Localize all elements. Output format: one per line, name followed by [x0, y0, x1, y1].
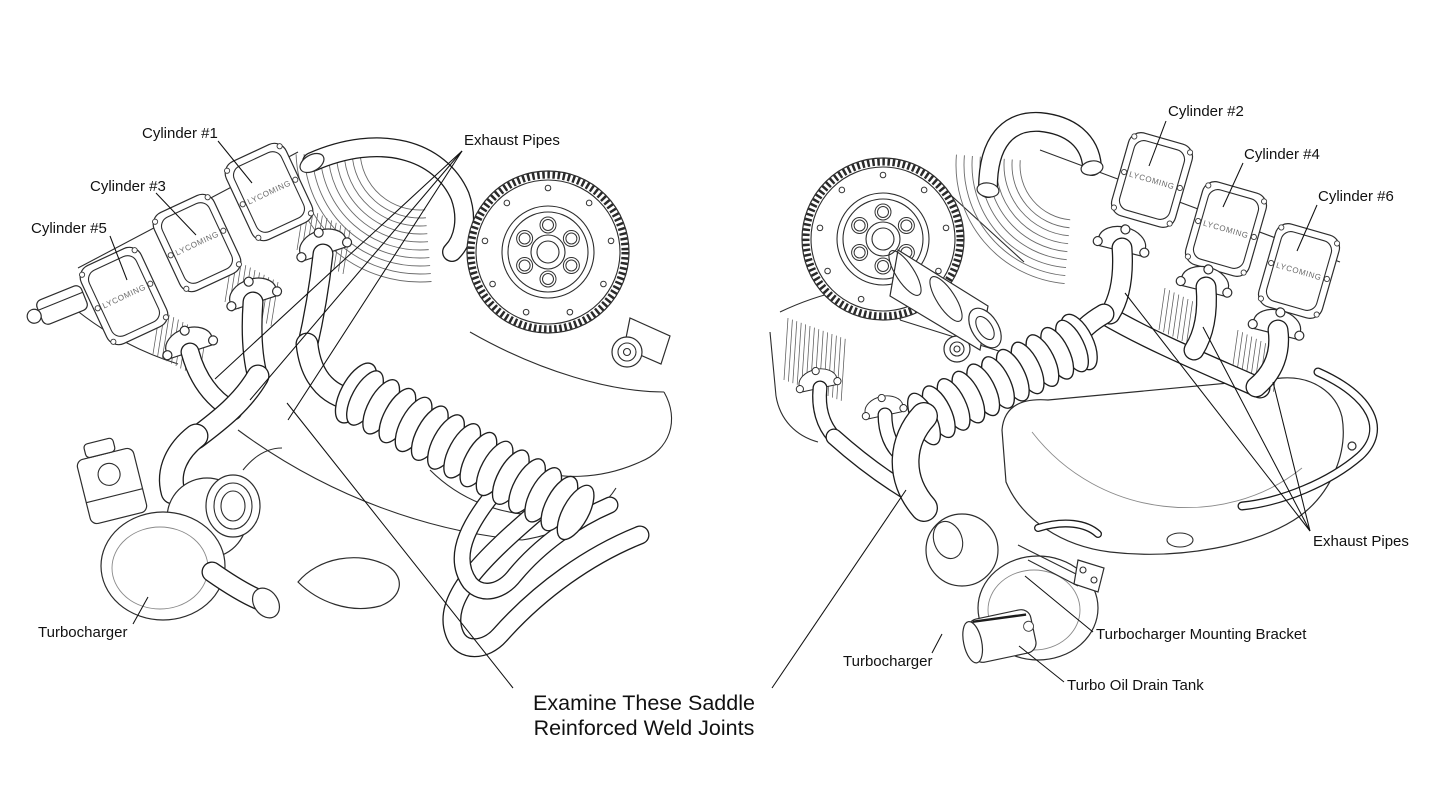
left-engine-illustration: LYCOMING LYCOMING LYCOMING	[26, 137, 673, 658]
leader-turbocharger-right	[931, 633, 943, 654]
leader-mounting-bracket	[1024, 575, 1094, 633]
leader-exhaust-left-3	[287, 150, 463, 421]
right-oil-hose	[1237, 367, 1379, 511]
label-cylinder-3: Cylinder #3	[90, 178, 166, 195]
turbo-oil-drain-tank-illustration	[962, 609, 1037, 664]
turbo-mounting-bracket-illustration	[1017, 519, 1105, 593]
label-exhaust-pipes-left: Exhaust Pipes	[464, 132, 560, 149]
leader-exhaust-left-2	[249, 150, 463, 401]
label-cylinder-1: Cylinder #1	[142, 125, 218, 142]
leader-exhaust-left-1	[214, 150, 463, 380]
left-flywheel	[467, 171, 629, 333]
leader-caption-right	[771, 489, 907, 689]
leader-drain-tank	[1018, 645, 1065, 683]
label-cylinder-5: Cylinder #5	[31, 220, 107, 237]
right-cylinder-barrel-fins	[955, 154, 1071, 284]
label-exhaust-pipes-right: Exhaust Pipes	[1313, 533, 1409, 550]
caption-examine-welds: Examine These Saddle Reinforced Weld Joi…	[519, 691, 769, 741]
left-turbocharger-illustration	[76, 423, 283, 621]
leader-lines	[109, 120, 1318, 689]
left-flywheel-holes	[516, 216, 580, 288]
valve-cover-cyl3: LYCOMING	[148, 189, 246, 297]
right-engine-illustration: LYCOMING LYCOMING LYCOMING	[769, 111, 1379, 664]
prop-governor	[26, 285, 88, 325]
caption-line-2: Reinforced Weld Joints	[533, 716, 755, 740]
label-cylinder-2: Cylinder #2	[1168, 103, 1244, 120]
leader-exhaust-right-2	[1202, 326, 1311, 532]
right-oil-sump	[1001, 377, 1344, 555]
caption-line-1: Examine These Saddle	[533, 691, 755, 715]
left-intake-pipe	[299, 137, 475, 262]
valve-cover-cyl6: LYCOMING	[1254, 219, 1344, 323]
leader-turbocharger-left	[132, 596, 149, 625]
right-intake-hose	[976, 111, 1104, 198]
leader-cylinder-5	[109, 235, 128, 281]
leader-cylinder-6	[1296, 204, 1318, 252]
valve-cover-cyl5: LYCOMING	[75, 242, 173, 350]
label-turbo-mounting-bracket: Turbocharger Mounting Bracket	[1096, 626, 1307, 643]
leader-caption-left	[286, 402, 514, 689]
left-flywheel-rivets	[481, 184, 615, 316]
right-turbocharger-illustration	[891, 402, 1105, 664]
valve-cover-cyl1: LYCOMING	[220, 138, 318, 246]
leader-cylinder-4	[1222, 162, 1244, 208]
right-starter-cone	[888, 249, 1002, 351]
label-cylinder-4: Cylinder #4	[1244, 146, 1320, 163]
leader-cylinder-2	[1148, 120, 1167, 167]
label-turbocharger-left: Turbocharger	[38, 624, 128, 641]
leader-cylinder-1	[217, 140, 253, 184]
valve-cover-cyl4: LYCOMING	[1181, 177, 1271, 281]
right-flywheel-holes	[851, 203, 915, 275]
leader-cylinder-3	[155, 192, 197, 236]
leader-exhaust-right-3	[1272, 381, 1311, 532]
label-turbocharger-right: Turbocharger	[843, 653, 933, 670]
label-turbo-oil-drain-tank: Turbo Oil Drain Tank	[1067, 677, 1204, 694]
wastegate-box	[76, 437, 148, 525]
left-valve-covers: LYCOMING LYCOMING LYCOMING	[75, 138, 318, 350]
label-cylinder-6: Cylinder #6	[1318, 188, 1394, 205]
right-valve-covers: LYCOMING LYCOMING LYCOMING	[1107, 128, 1344, 323]
valve-cover-cyl2: LYCOMING	[1107, 128, 1197, 232]
left-crankcase	[26, 151, 673, 610]
left-flex-duct	[334, 362, 595, 541]
leader-exhaust-right-1	[1124, 292, 1311, 532]
